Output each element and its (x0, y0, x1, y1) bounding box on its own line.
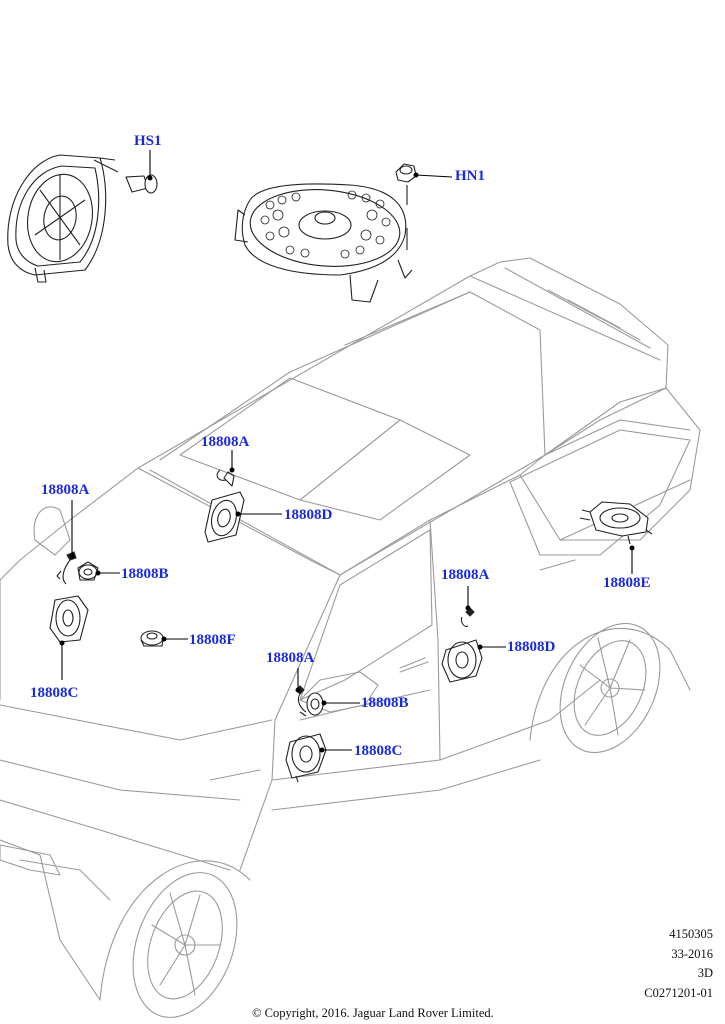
callout-18808a-mid[interactable]: 18808A (266, 650, 315, 666)
callout-18808b-left[interactable]: 18808B (121, 566, 169, 582)
callout-18808d-top[interactable]: 18808D (284, 507, 333, 523)
leader-dots (59, 172, 635, 753)
callout-18808a-top[interactable]: 18808A (201, 434, 250, 450)
callout-18808a-left[interactable]: 18808A (41, 482, 90, 498)
speaker-18808d-top (204, 469, 245, 543)
callout-hn1[interactable]: HN1 (455, 168, 485, 184)
speaker-18808a-right (460, 607, 475, 627)
speaker-18808c-left (49, 595, 89, 643)
vehicle-outline (0, 257, 701, 1018)
callout-18808a-right[interactable]: 18808A (441, 567, 490, 583)
diagram-number: 4150305 (669, 927, 713, 941)
callout-18808b-mid[interactable]: 18808B (361, 695, 409, 711)
diagram-code: C0271201-01 (644, 985, 713, 1000)
callout-18808c-mid[interactable]: 18808C (354, 743, 403, 759)
diagram-year: 33-2016 (671, 946, 713, 961)
diagram-view: 3D (697, 966, 713, 980)
leader-lines (61, 150, 633, 751)
callout-18808c-left[interactable]: 18808C (30, 685, 79, 701)
hs1-speaker-assembly (7, 154, 158, 283)
speaker-18808c-mid (285, 733, 327, 783)
callout-18808d-right[interactable]: 18808D (507, 639, 556, 655)
speaker-18808e (579, 501, 653, 545)
parts (7, 154, 653, 783)
speaker-18808b-mid (306, 692, 324, 716)
callout-hs1[interactable]: HS1 (134, 133, 162, 149)
callout-18808f[interactable]: 18808F (189, 632, 236, 648)
callout-18808e[interactable]: 18808E (603, 575, 651, 591)
copyright-notice: © Copyright, 2016. Jaguar Land Rover Lim… (252, 1006, 494, 1020)
hn1-subwoofer-assembly (234, 163, 417, 303)
speaker-18808b-left (77, 561, 99, 581)
speaker-18808d-right (441, 639, 483, 683)
speaker-18808f (140, 630, 164, 647)
diagram-reference-block: 4150305 33-2016 3D C0271201-01 (644, 925, 713, 1003)
